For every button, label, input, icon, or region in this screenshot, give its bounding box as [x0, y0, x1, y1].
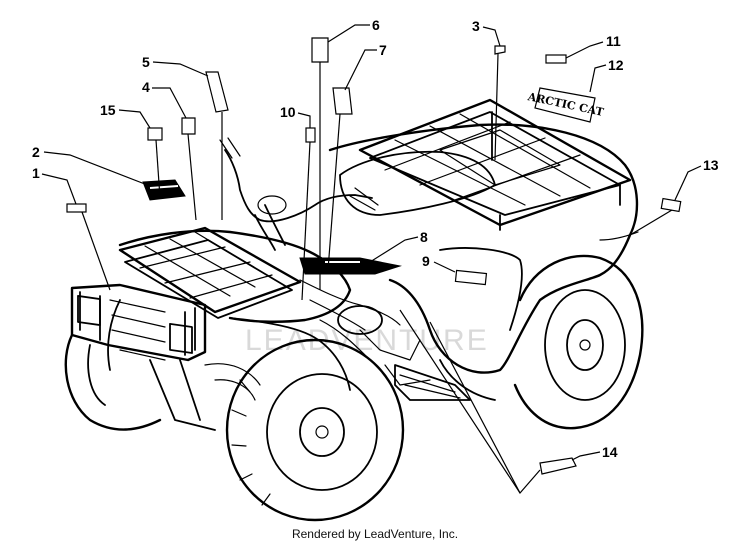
callout-1: 1 — [32, 165, 40, 181]
rear-fender-edge — [439, 247, 523, 331]
callout-10: 10 — [280, 104, 296, 120]
footer-credit: Rendered by LeadVenture, Inc. — [291, 527, 459, 541]
callout-3: 3 — [472, 18, 480, 34]
callout-11: 11 — [606, 33, 621, 49]
leader-5 — [152, 61, 209, 77]
decal-13 — [660, 197, 682, 213]
leader-3 — [482, 26, 501, 47]
decal-3 — [494, 45, 506, 55]
leader-1 — [41, 173, 77, 205]
leader-11 — [565, 41, 604, 59]
callout-9: 9 — [422, 253, 430, 269]
leader-lines — [41, 24, 702, 494]
front-left-wheel — [225, 338, 405, 522]
decal-9 — [454, 269, 488, 286]
decal-14 — [539, 457, 577, 475]
decal-1 — [66, 203, 87, 213]
decal-2 — [142, 179, 186, 201]
callout-numbers: 1 2 3 4 5 6 7 8 9 10 11 12 13 14 15 — [32, 17, 719, 460]
front-right-wheel — [64, 333, 162, 431]
leader-13 — [674, 165, 702, 201]
decal-10 — [305, 127, 316, 143]
leader-10 — [297, 112, 311, 128]
callout-15: 15 — [100, 102, 116, 118]
leader-8 — [369, 236, 419, 263]
decals: ARCTIC CAT — [66, 37, 682, 475]
decal-8 — [299, 257, 402, 275]
decal-4 — [181, 117, 196, 135]
leader-7 — [344, 49, 377, 91]
decal-15 — [147, 127, 163, 141]
callout-8: 8 — [420, 229, 428, 245]
steering-column — [254, 204, 286, 251]
callout-14: 14 — [602, 444, 618, 460]
handlebar — [224, 149, 373, 223]
engine-area — [204, 279, 471, 401]
watermark: LEADVENTURE — [245, 324, 489, 357]
decal-5 — [205, 71, 229, 113]
callout-7: 7 — [379, 42, 387, 58]
front-rack — [118, 226, 302, 319]
footrest — [394, 364, 471, 401]
leader-14 — [571, 451, 601, 461]
callout-12: 12 — [608, 57, 624, 73]
callout-5: 5 — [142, 54, 150, 70]
decal-11 — [545, 54, 567, 64]
front-bumper — [70, 283, 216, 431]
front-fender — [107, 299, 351, 391]
rear-rack — [358, 98, 632, 231]
atv-illustration — [64, 98, 644, 522]
leader-6 — [327, 24, 370, 43]
decal-7 — [332, 87, 353, 115]
seat — [339, 150, 496, 216]
leader-9 — [433, 261, 456, 273]
decal-12: ARCTIC CAT — [526, 87, 606, 123]
leader-4 — [152, 87, 187, 119]
callout-6: 6 — [372, 17, 380, 33]
leader-12 — [589, 64, 607, 93]
callout-4: 4 — [142, 79, 150, 95]
callout-2: 2 — [32, 144, 40, 160]
rear-left-wheel — [439, 359, 496, 401]
rear-fender — [328, 123, 639, 374]
callout-13: 13 — [703, 157, 719, 173]
rear-right-wheel — [513, 254, 644, 430]
leader-2 — [43, 151, 151, 187]
decal-6 — [311, 37, 329, 63]
leader-15 — [118, 109, 151, 129]
